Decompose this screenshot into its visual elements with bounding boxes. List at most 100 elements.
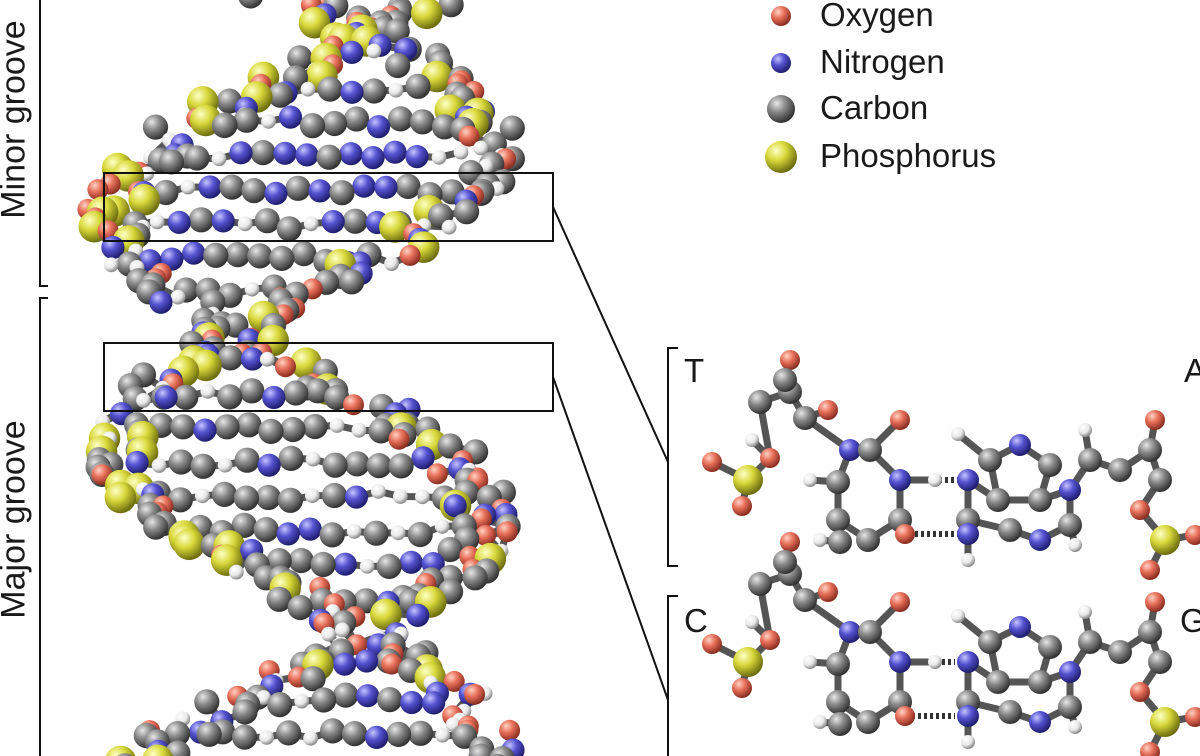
legend-oxygen-label: Oxygen: [820, 0, 934, 33]
hydrogen-atom: [435, 727, 450, 743]
carbon-atom: [288, 547, 314, 574]
nitrogen-atom: [411, 446, 435, 470]
hydrogen-atom: [371, 484, 386, 499]
connector-line-lower: [552, 376, 669, 701]
nitrogen-atom: [383, 140, 407, 164]
carbon-atom: [408, 720, 434, 746]
hydrogen-atom: [351, 422, 367, 438]
nitrogen-atom: [125, 450, 149, 475]
hydrogen-atom: [170, 289, 186, 305]
carbon-atom: [269, 245, 295, 271]
carbon-atom: [395, 173, 421, 199]
hydrogen-atom: [244, 281, 260, 297]
carbon-atom: [499, 115, 525, 141]
nitrogen-atom: [298, 517, 322, 541]
hydrogen-atom: [453, 144, 469, 160]
oxygen-atom: [1185, 707, 1200, 727]
carbon-atom: [236, 412, 262, 438]
carbon-atom: [247, 243, 273, 269]
phosphorus-atom: [1150, 707, 1180, 737]
carbon-atom: [277, 487, 303, 513]
nitrogen-atom: [1029, 711, 1051, 733]
carbon-atom: [214, 414, 240, 440]
nitrogen-atom: [1009, 434, 1031, 456]
carbon-atom: [986, 670, 1010, 694]
carbon-atom: [329, 180, 355, 206]
carbon-atom: [407, 521, 433, 548]
hydrogen-atom: [321, 626, 336, 642]
hydrogen-atom: [366, 43, 382, 59]
carbon-atom: [231, 512, 257, 538]
carbon-atom: [194, 689, 220, 715]
carbon-atom: [291, 241, 317, 267]
oxygen-atom: [702, 452, 722, 472]
oxygen-atom: [1140, 742, 1160, 756]
nitrogen-atom: [1029, 529, 1051, 551]
carbon-atom: [1138, 620, 1162, 644]
carbon-atom: [409, 109, 436, 135]
hydrogen-atom: [136, 393, 151, 408]
carbon-atom: [978, 448, 1002, 472]
hydrogen-atom: [441, 219, 457, 235]
nitrogen-atom: [333, 552, 357, 576]
nitrogen-atom: [167, 210, 191, 234]
oxygen-atom: [780, 350, 800, 370]
hydrogen-atom: [259, 730, 274, 745]
carbon-atom: [384, 18, 410, 44]
carbon-atom: [254, 208, 280, 234]
carbon-atom: [468, 743, 494, 756]
base-guanine-label: G: [1180, 602, 1200, 639]
nitrogen-atom: [957, 651, 979, 673]
carbon-atom: [239, 378, 265, 404]
carbon-atom: [317, 76, 343, 102]
carbon-atom: [366, 453, 392, 479]
hydrogen-atom: [390, 525, 406, 541]
carbon-atom: [158, 149, 185, 175]
nitrogen-atom: [1009, 616, 1031, 638]
carbon-atom: [773, 368, 797, 392]
carbon-atom: [1108, 458, 1132, 482]
hydrogen-atom: [745, 433, 759, 447]
carbon-atom: [211, 481, 237, 507]
oxygen-atom: [818, 400, 838, 420]
nitrogen-atom: [422, 691, 446, 715]
hydrogen-atom: [359, 558, 375, 574]
carbon-atom: [437, 536, 463, 563]
carbon-atom: [344, 451, 370, 477]
carbon-atom: [368, 418, 394, 444]
carbon-atom: [361, 78, 387, 104]
carbon-atom: [211, 112, 238, 139]
legend-markers: [765, 6, 797, 173]
carbon-atom: [316, 144, 342, 170]
hydrogen-atom: [180, 179, 196, 195]
nitrogen-atom: [443, 494, 467, 518]
carbon-atom: [998, 700, 1022, 724]
hydrogen-atom: [149, 214, 165, 230]
phosphorus-atom: [104, 481, 137, 514]
hydrogen-atom: [211, 151, 227, 167]
carbon-atom: [1028, 488, 1052, 512]
hydrogen-atom: [334, 622, 350, 638]
oxygen-atom: [399, 244, 421, 266]
carbon-atom: [321, 482, 347, 509]
ta-pair-bracket: [667, 347, 678, 567]
phosphorus-atom: [411, 0, 443, 30]
carbon-atom: [217, 345, 243, 371]
carbon-atom: [1038, 635, 1062, 659]
hydrogen-atom: [229, 564, 244, 580]
nitrogen-atom: [889, 469, 911, 491]
nitrogen-atom: [321, 210, 345, 234]
legend-phosphorus-label: Phosphorus: [820, 137, 997, 174]
carbon-atom: [311, 687, 337, 713]
oxygen-atom: [464, 683, 486, 705]
carbon-atom: [170, 414, 196, 440]
carbon-atom: [188, 207, 214, 233]
nitrogen-atom: [1059, 479, 1081, 501]
oxygen-atom: [895, 524, 915, 544]
hydrogen-atom: [384, 256, 399, 271]
carbon-atom: [826, 508, 850, 532]
carbon-atom: [405, 73, 431, 99]
helix-atoms: [77, 0, 525, 756]
oxygen-atom: [426, 463, 448, 485]
